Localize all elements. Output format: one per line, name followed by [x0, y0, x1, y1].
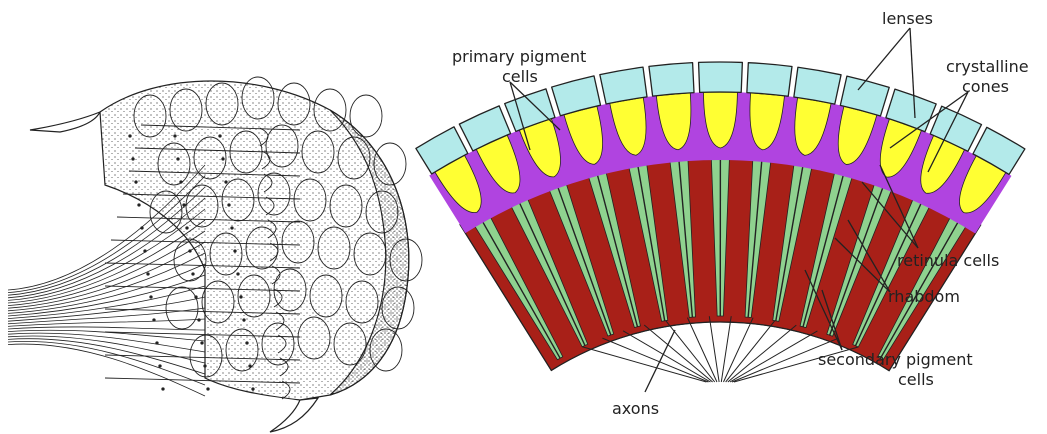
cell-nucleus [204, 365, 206, 367]
label-primary-pigment-cells: cells [502, 67, 538, 86]
cell-nucleus [198, 319, 200, 321]
label-cones: cones [962, 77, 1009, 96]
cell-nucleus [207, 388, 209, 390]
axon [687, 318, 717, 382]
cell-nucleus [249, 365, 251, 367]
cell-nucleus [219, 135, 221, 137]
cell-nucleus [144, 250, 146, 252]
cell-nucleus [147, 273, 149, 275]
label-secondary-pigment-cells: cells [898, 370, 934, 389]
cell-nucleus [135, 181, 137, 183]
facet [350, 95, 382, 137]
cell-nucleus [246, 342, 248, 344]
ommatidia-diagram [416, 62, 1025, 382]
cell-nucleus [228, 204, 230, 206]
cell-nucleus [162, 388, 164, 390]
lens [794, 67, 841, 104]
cell-nucleus [222, 158, 224, 160]
label-lenses: lenses [882, 9, 933, 28]
cell-nucleus [180, 181, 182, 183]
label-crystalline: crystalline [946, 57, 1029, 76]
cell-nucleus [129, 135, 131, 137]
axon [723, 318, 753, 382]
axon [721, 316, 731, 382]
membrane-flap-bottom [270, 398, 318, 432]
axon [728, 325, 796, 382]
cell-nucleus [234, 250, 236, 252]
cell-nucleus [183, 204, 185, 206]
compound-eye-sketch [8, 77, 422, 432]
cell-nucleus [225, 181, 227, 183]
lens [699, 62, 743, 92]
cell-nucleus [177, 158, 179, 160]
cell-nucleus [153, 319, 155, 321]
membrane-flap-top [30, 112, 100, 132]
cell-nucleus [150, 296, 152, 298]
cell-nucleus [240, 296, 242, 298]
cell-nucleus [195, 296, 197, 298]
label-axons: axons [612, 399, 659, 418]
cell-nucleus [141, 227, 143, 229]
cell-nucleus [231, 227, 233, 229]
cell-nucleus [159, 365, 161, 367]
axon [582, 347, 706, 382]
nerve-fibre [8, 319, 205, 326]
nerve-fibre [8, 275, 205, 316]
cell-nucleus [192, 273, 194, 275]
axon [602, 338, 708, 382]
cell-nucleus [243, 319, 245, 321]
lens [649, 63, 694, 97]
cell-nucleus [186, 227, 188, 229]
cell-nucleus [237, 273, 239, 275]
cell-nucleus [252, 388, 254, 390]
label-secondary-pigment: secondary pigment [818, 350, 973, 369]
label-retinula-cells: retinula cells [897, 251, 999, 270]
label-rhabdom: rhabdom [888, 287, 960, 306]
cell-nucleus [189, 250, 191, 252]
label-primary-pigment: primary pigment [452, 47, 586, 66]
cell-nucleus [132, 158, 134, 160]
lens [747, 63, 792, 97]
lens [600, 67, 647, 104]
nerve-fibre [8, 336, 205, 363]
cell-nucleus [156, 342, 158, 344]
cell-nucleus [138, 204, 140, 206]
axon [709, 316, 719, 382]
cell-nucleus [174, 135, 176, 137]
cell-nucleus [201, 342, 203, 344]
facet [166, 287, 198, 329]
